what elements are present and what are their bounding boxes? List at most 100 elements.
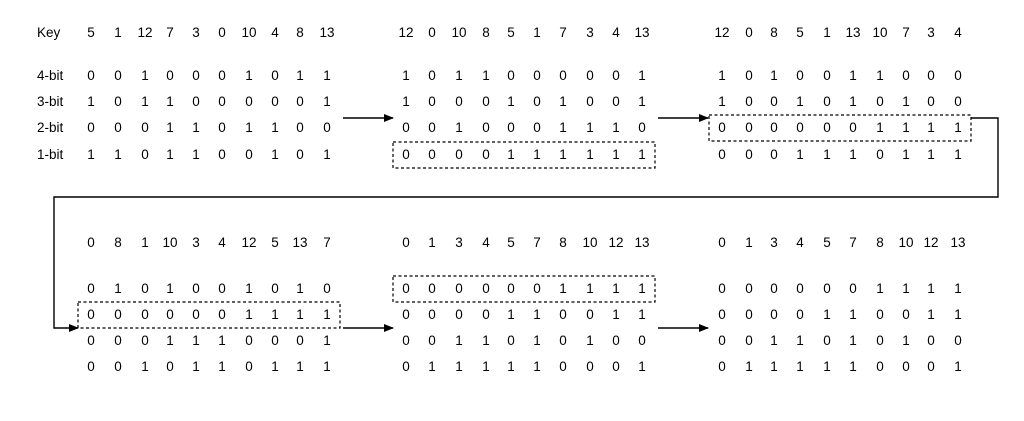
bit-cell: 1 [87, 147, 95, 162]
bit-cell: 1 [876, 120, 884, 135]
bit-cell: 0 [902, 359, 910, 374]
bit-cell: 0 [114, 307, 122, 322]
bit-cell: 0 [428, 68, 436, 83]
key-cell: 10 [162, 235, 178, 250]
bit-cell: 1 [296, 68, 304, 83]
bit-cell: 0 [114, 120, 122, 135]
bit-cell: 1 [296, 359, 304, 374]
key-cell: 10 [872, 25, 888, 40]
bit-cell: 0 [559, 333, 567, 348]
bit-cell: 1 [245, 68, 253, 83]
bit-cell: 1 [718, 68, 726, 83]
bit-cell: 0 [533, 120, 541, 135]
key-cell: 0 [402, 235, 410, 250]
bit-cell: 1 [271, 120, 279, 135]
bit-cell: 0 [87, 68, 95, 83]
key-cell: 3 [927, 25, 935, 40]
bit-cell: 0 [927, 68, 935, 83]
bit-cell: 1 [849, 307, 857, 322]
bit-cell: 1 [87, 94, 95, 109]
bit-cell: 1 [954, 359, 962, 374]
key-cell: 8 [114, 235, 122, 250]
bit-cell: 0 [927, 359, 935, 374]
key-cell: 13 [634, 25, 650, 40]
bit-cell: 0 [612, 359, 620, 374]
bit-cell: 0 [166, 359, 174, 374]
bit-cell: 1 [533, 307, 541, 322]
bit-cell: 0 [796, 120, 804, 135]
bit-cell: 0 [245, 94, 253, 109]
key-cell: 12 [923, 235, 939, 250]
bit-cell: 1 [323, 68, 331, 83]
key-cell: 0 [745, 25, 753, 40]
bit-cell: 0 [954, 68, 962, 83]
bit-cell: 1 [796, 333, 804, 348]
bit-cell: 0 [770, 281, 778, 296]
bit-cell: 0 [586, 94, 594, 109]
bit-cell: 1 [114, 281, 122, 296]
key-cell: 7 [533, 235, 541, 250]
bit-cell: 0 [954, 94, 962, 109]
bit-cell: 0 [586, 68, 594, 83]
key-cell: 13 [634, 235, 650, 250]
bit-cell: 0 [218, 307, 226, 322]
highlight-box [392, 275, 656, 303]
key-cell: 1 [141, 235, 149, 250]
bit-cell: 1 [192, 147, 200, 162]
bit-cell: 0 [876, 147, 884, 162]
key-cell: 4 [954, 25, 962, 40]
bit-cell: 1 [141, 68, 149, 83]
bit-cell: 1 [218, 333, 226, 348]
bit-cell: 1 [166, 281, 174, 296]
bit-cell: 0 [770, 94, 778, 109]
bit-cell: 1 [296, 281, 304, 296]
bit-cell: 0 [428, 94, 436, 109]
bit-cell: 0 [245, 333, 253, 348]
key-cell: 1 [823, 25, 831, 40]
bit-cell: 0 [166, 307, 174, 322]
bit-cell: 0 [455, 147, 463, 162]
bit-row-label: 2-bit [37, 120, 64, 135]
key-cell: 7 [849, 235, 857, 250]
bit-cell: 0 [902, 68, 910, 83]
bit-cell: 0 [296, 120, 304, 135]
key-cell: 10 [451, 25, 467, 40]
highlight-box [708, 114, 972, 142]
bit-row-label: 1-bit [37, 147, 64, 162]
bit-cell: 0 [271, 68, 279, 83]
bit-cell: 0 [296, 147, 304, 162]
bit-cell: 1 [402, 68, 410, 83]
bit-cell: 1 [876, 281, 884, 296]
bit-cell: 0 [87, 120, 95, 135]
bit-cell: 1 [271, 307, 279, 322]
key-cell: 8 [482, 25, 490, 40]
bit-cell: 0 [745, 281, 753, 296]
bit-cell: 0 [428, 307, 436, 322]
key-cell: 5 [87, 25, 95, 40]
bit-cell: 1 [954, 147, 962, 162]
bit-cell: 0 [718, 359, 726, 374]
bit-cell: 1 [745, 359, 753, 374]
bit-cell: 0 [296, 333, 304, 348]
bit-cell: 1 [323, 147, 331, 162]
bit-cell: 1 [245, 120, 253, 135]
bit-cell: 1 [902, 333, 910, 348]
bit-cell: 0 [638, 120, 646, 135]
bit-cell: 0 [533, 281, 541, 296]
bit-cell: 0 [586, 359, 594, 374]
bit-cell: 0 [141, 281, 149, 296]
bit-cell: 0 [192, 94, 200, 109]
bit-cell: 0 [533, 68, 541, 83]
bit-cell: 0 [745, 307, 753, 322]
bit-cell: 1 [849, 94, 857, 109]
bit-cell: 0 [402, 120, 410, 135]
bit-cell: 0 [876, 307, 884, 322]
bit-cell: 1 [482, 359, 490, 374]
bit-cell: 0 [192, 68, 200, 83]
bit-cell: 1 [612, 307, 620, 322]
highlight-box [392, 141, 656, 169]
bit-cell: 0 [323, 120, 331, 135]
bit-cell: 0 [455, 307, 463, 322]
bit-cell: 0 [533, 94, 541, 109]
